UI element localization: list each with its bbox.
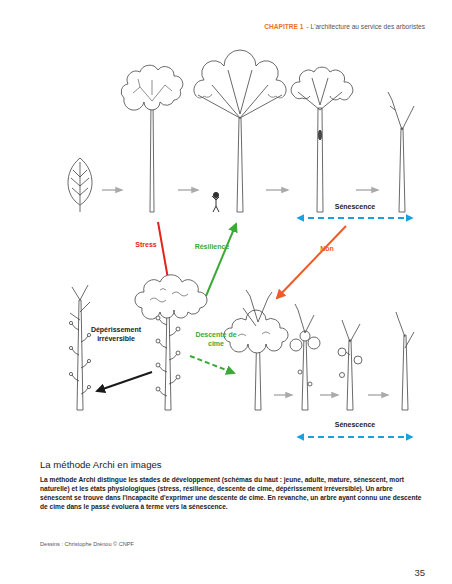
dead-snag-part <box>402 335 408 410</box>
dead-tree-part <box>388 92 414 130</box>
progress-arrow-part <box>102 189 122 190</box>
credit-note: Dessins : Christophe Drénou © CNPF <box>40 541 340 548</box>
dieback-tree-part <box>70 285 90 320</box>
mature-tree-part <box>298 78 342 110</box>
adult-tree-part <box>237 118 243 212</box>
dead-snag-part <box>396 312 414 348</box>
senescence-arrow <box>298 217 412 219</box>
resilience-arrow <box>206 224 236 296</box>
dieback-tree-part <box>87 385 90 388</box>
state-label: Descente de cime <box>194 331 238 349</box>
stressed-tree <box>135 275 207 410</box>
figure-caption: La méthode Archi distingue les stades de… <box>40 475 424 511</box>
adult-tree-part <box>196 94 284 98</box>
seedling-part <box>68 158 92 205</box>
stressed-tree-part <box>156 339 160 343</box>
young-tree-part <box>150 100 154 212</box>
state-label: Dépérissement irréversible <box>86 326 146 344</box>
seedling-part <box>80 205 81 212</box>
chapter-title: - L'architecture au service des arborist… <box>306 23 425 30</box>
stressed-tree-part <box>159 319 177 396</box>
state-label: Résilience <box>186 243 238 252</box>
dieback-tree-part <box>69 346 72 349</box>
young-tree <box>121 65 183 212</box>
mature-tree-part <box>291 67 352 100</box>
descended-crown-tree <box>224 290 288 410</box>
mature-tree-part <box>317 108 323 212</box>
progress-arrow <box>102 189 378 190</box>
senescent-tree-part <box>340 373 345 378</box>
stage-label: Sénescence <box>305 203 405 212</box>
adult-tree <box>194 50 286 212</box>
dieback-tree <box>69 285 90 410</box>
adult-tree-part <box>198 70 282 118</box>
adult-tree-part <box>194 50 286 96</box>
mature-tree <box>291 67 352 212</box>
dieback-tree-part <box>69 372 72 375</box>
stressed-tree-part <box>150 289 188 303</box>
stressed-tree-part <box>176 351 180 355</box>
young-tree-part <box>133 79 172 101</box>
stressed-tree-part <box>176 375 180 379</box>
progress-arrow-part <box>274 394 292 395</box>
progress-arrow-part <box>356 189 378 190</box>
progress-arrow-part <box>320 394 338 395</box>
stressed-tree-part <box>156 316 160 320</box>
page-number: 35 <box>395 567 425 579</box>
dieback-tree-part <box>72 324 88 394</box>
stage-label: Sénescence <box>305 421 405 430</box>
dead-snag <box>396 312 414 410</box>
declining-tree-part <box>290 339 302 351</box>
crown-descent-arrow <box>190 356 234 373</box>
descended-crown-tree-part <box>238 332 270 336</box>
observer-person <box>212 192 219 212</box>
dieback-tree-part <box>69 321 72 324</box>
stressed-tree-part <box>135 275 207 319</box>
seedling <box>68 158 92 212</box>
running-header: CHAPITRE 1- L'architecture au service de… <box>264 23 425 30</box>
mature-tree-part <box>318 130 321 140</box>
observer-person-part <box>212 196 219 212</box>
progress-arrow <box>274 394 388 395</box>
stressed-tree-part <box>156 387 160 391</box>
dead-tree <box>388 92 414 212</box>
senescent-tree-part <box>354 356 362 364</box>
young-tree-part <box>121 65 183 110</box>
non-arrow <box>277 226 346 298</box>
progress-arrow-part <box>178 189 198 190</box>
senescent-tree <box>338 320 362 410</box>
seedling-part <box>71 162 89 204</box>
senescent-tree-part <box>347 340 353 410</box>
figure-title: La méthode Archi en images <box>40 459 420 471</box>
declining-tree-part <box>308 337 320 349</box>
chapter-number: CHAPITRE 1 <box>264 23 303 30</box>
declining-tree-part <box>295 304 314 333</box>
stressed-tree-part <box>156 363 160 367</box>
dead-tree-part <box>399 128 405 212</box>
observer-person-part <box>213 192 218 197</box>
senescence-arrow <box>298 436 412 438</box>
progress-arrow-part <box>266 189 288 190</box>
declining-tree-part <box>298 370 302 374</box>
dieback-tree-part <box>87 359 90 362</box>
declining-tree-part <box>308 382 312 386</box>
state-label: Non <box>312 245 342 254</box>
stressed-tree-part <box>165 305 171 410</box>
dieback-tree-part <box>87 333 90 336</box>
descended-crown-tree-part <box>243 290 272 326</box>
declining-tree-part <box>302 335 308 410</box>
stressed-tree-part <box>176 327 180 331</box>
dieback-arrow <box>97 372 152 391</box>
senescent-tree-part <box>338 348 346 356</box>
declining-tree <box>290 304 320 410</box>
progress-arrow-part <box>368 394 388 395</box>
state-label: Stress <box>126 241 166 250</box>
